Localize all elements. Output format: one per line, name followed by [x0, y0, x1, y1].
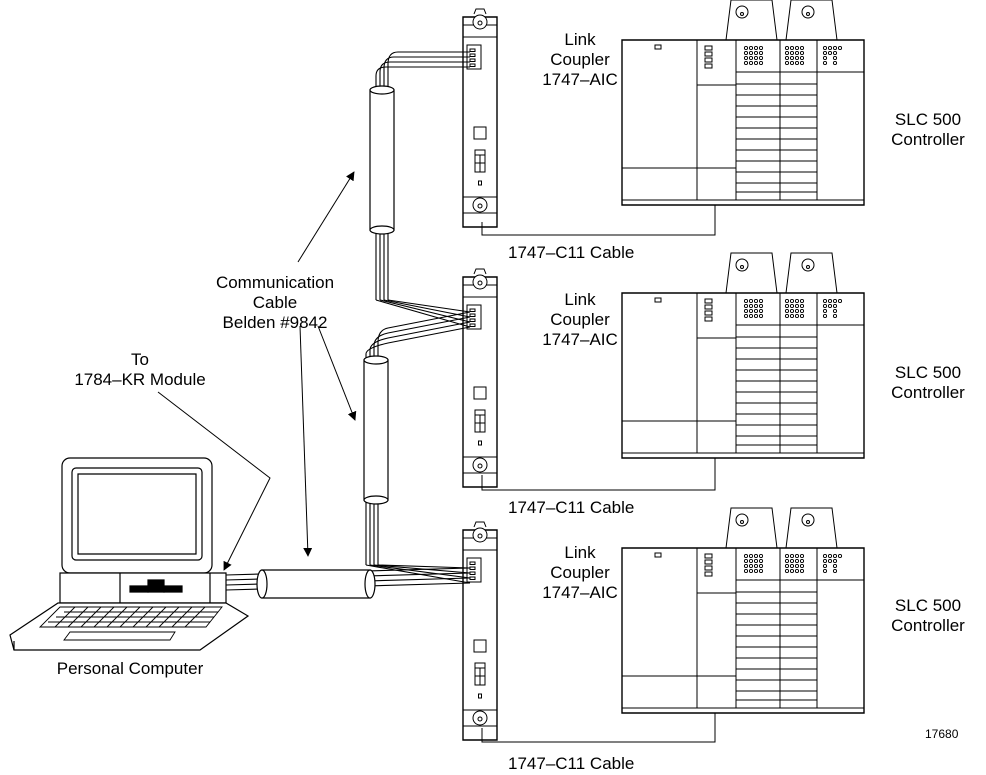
- comm-cable-label: Communication Cable Belden #9842: [215, 273, 335, 332]
- slc-500-controller-1: [621, 0, 865, 206]
- cable-jacket-middle: [364, 356, 388, 504]
- to-kr-module-label: To 1784–KR Module: [74, 350, 206, 389]
- slc-500-controller-3: [621, 507, 865, 714]
- link-coupler-2: [462, 268, 498, 488]
- slc-500-controller-2: [621, 252, 865, 459]
- c11-cable-1-label: 1747–C11 Cable: [508, 243, 635, 262]
- comm-cable-bus-upper: [376, 52, 470, 327]
- slc-controller-1-label: SLC 500 Controller: [891, 110, 965, 149]
- arrow-to-kr-module: [158, 392, 270, 571]
- arrow-comm-cable-upper: [298, 171, 355, 262]
- figure-number: 17680: [925, 727, 959, 741]
- arrow-comm-cable-middle: [318, 326, 357, 421]
- personal-computer-label: Personal Computer: [56, 659, 204, 678]
- arrow-comm-cable-lower: [300, 326, 313, 557]
- link-coupler-1: [462, 8, 498, 228]
- c11-cable-2: [482, 458, 715, 490]
- link-coupler-1-label: Link Coupler 1747–AIC: [542, 30, 618, 89]
- cable-jacket-lower: [257, 570, 375, 598]
- link-coupler-3-label: Link Coupler 1747–AIC: [542, 543, 618, 602]
- cable-jacket-upper: [370, 86, 394, 234]
- c11-cable-3-label: 1747–C11 Cable: [508, 754, 635, 773]
- c11-cable-3: [482, 713, 715, 742]
- slc-controller-3-label: SLC 500 Controller: [891, 596, 965, 635]
- slc-controller-2-label: SLC 500 Controller: [891, 363, 965, 402]
- c11-cable-1: [482, 205, 715, 235]
- link-coupler-3: [462, 521, 498, 741]
- c11-cable-2-label: 1747–C11 Cable: [508, 498, 635, 517]
- link-coupler-2-label: Link Coupler 1747–AIC: [542, 290, 618, 349]
- personal-computer: [10, 458, 248, 650]
